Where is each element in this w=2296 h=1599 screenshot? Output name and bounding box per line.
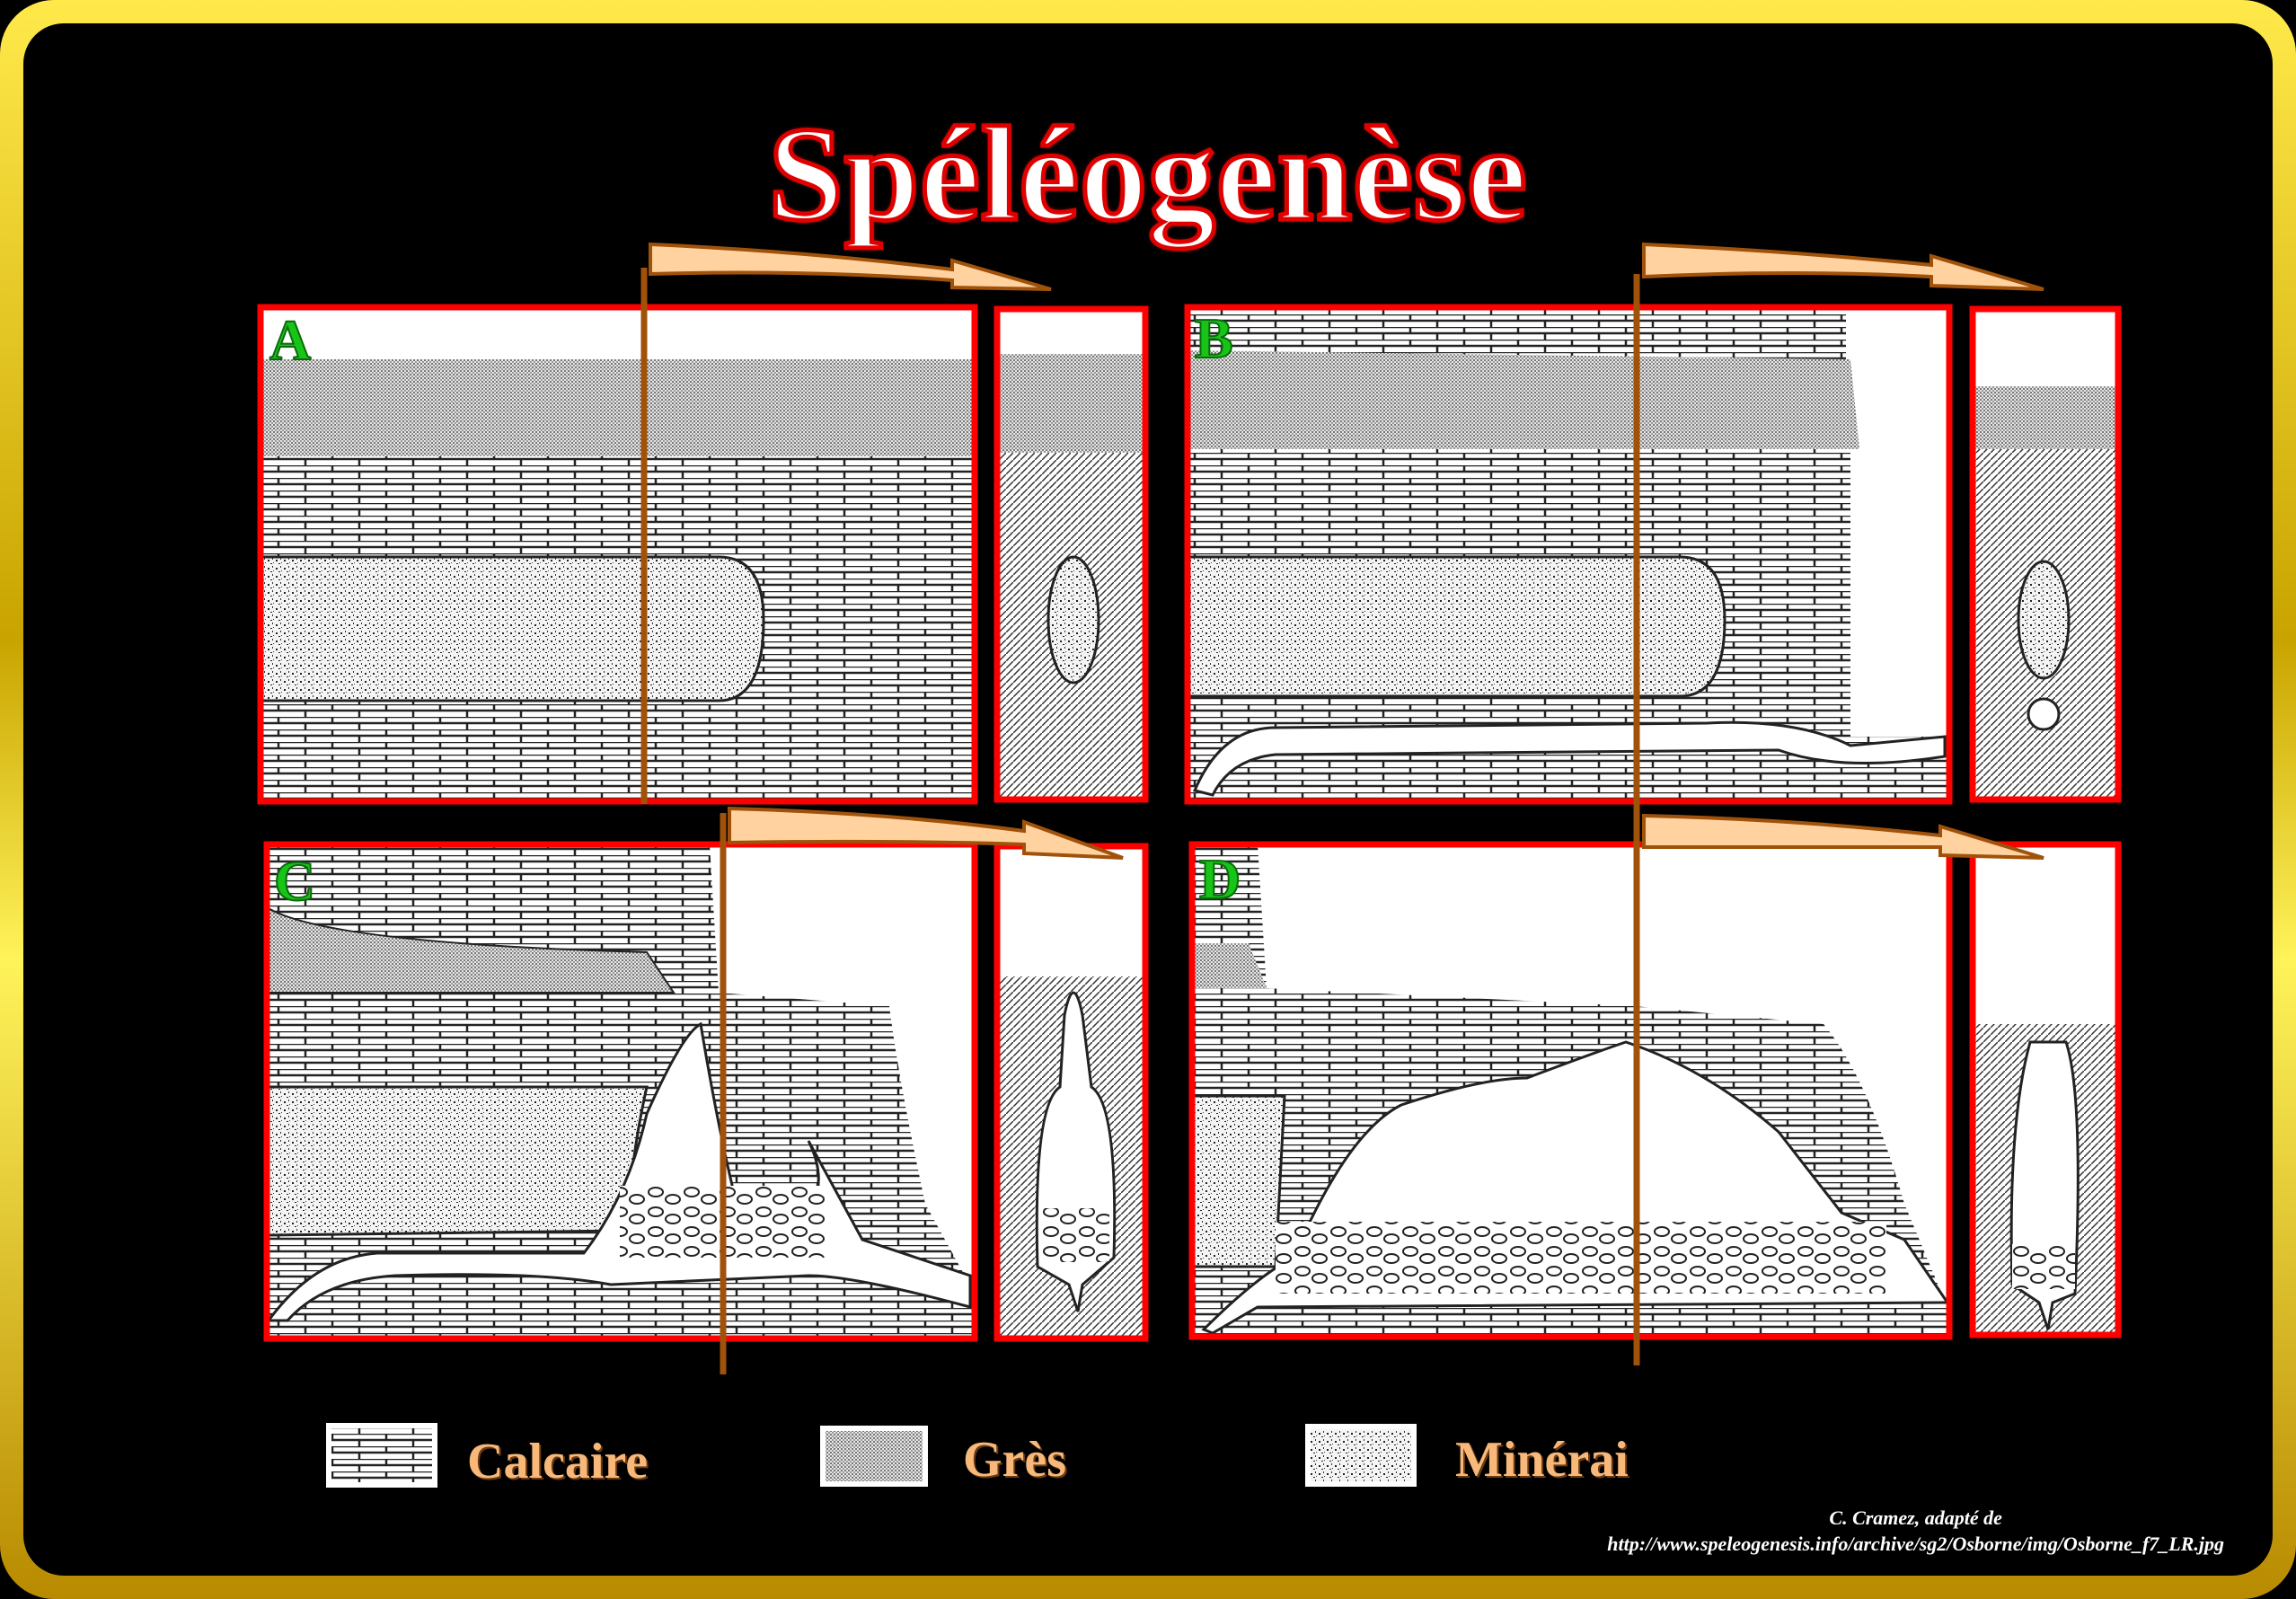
credit-source-url: http://www.speleogenesis.info/archive/sg…	[1607, 1533, 2224, 1555]
panel-label-d: D	[1199, 847, 1241, 911]
panel-label-b: B	[1195, 306, 1233, 370]
page-title: Spéléogenèse	[766, 98, 1529, 252]
panel-c-section	[993, 843, 1149, 1342]
credit-author: C. Cramez, adapté de	[1829, 1506, 2002, 1529]
section-arrow-b	[1633, 242, 2044, 835]
section-arrow-a	[640, 242, 1052, 804]
legend-label-calcaire: Calcaire	[467, 1434, 649, 1489]
legend-label-gres: Grès	[963, 1432, 1067, 1488]
panel-a-section	[993, 305, 1149, 803]
panel-b-section	[1969, 305, 2122, 803]
panel-d: D	[1188, 841, 1953, 1340]
panel-b: B	[1184, 304, 1953, 805]
legend-swatch-calcaire	[326, 1423, 437, 1488]
section-arrow-c	[720, 806, 1124, 1374]
legend-swatch-gres	[820, 1426, 928, 1487]
section-arrow-d	[1633, 813, 2044, 1365]
panel-label-a: A	[269, 308, 311, 372]
legend-label-minerai: Minérai	[1455, 1432, 1629, 1488]
panel-c: C	[263, 841, 978, 1342]
panel-label-c: C	[274, 849, 315, 913]
panel-a: A	[257, 304, 978, 805]
credit: C. Cramez, adapté de http://www.speleoge…	[1607, 1505, 2224, 1557]
legend-swatch-minerai	[1305, 1424, 1417, 1487]
panel-d-section	[1969, 841, 2122, 1338]
